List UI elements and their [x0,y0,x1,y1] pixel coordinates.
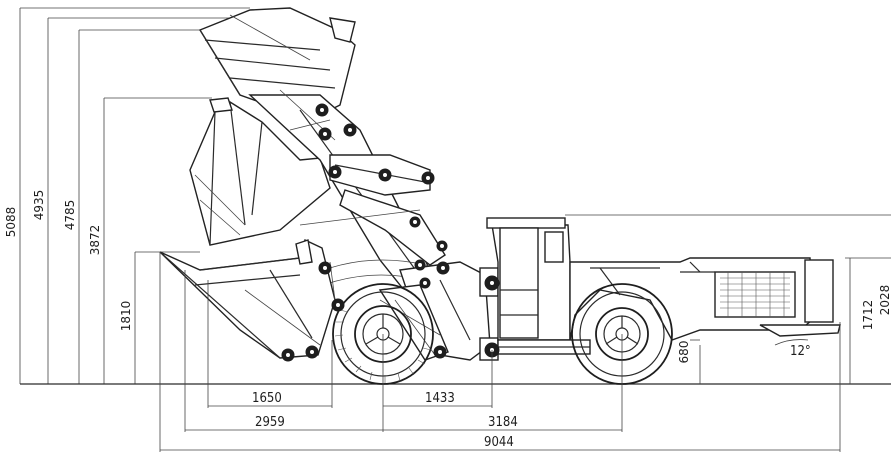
dim-2959: 2959 [255,415,285,430]
dim-5088: 5088 [4,207,18,238]
right-dimension-lines [565,214,891,384]
bucket-raised-mid [189,97,331,246]
boom-arms [248,89,476,311]
dim-3184: 3184 [488,415,518,430]
dim-1433: 1433 [425,391,455,406]
dim-9044: 9044 [484,435,514,450]
dim-2028: 2028 [878,285,891,316]
dim-1810: 1810 [119,301,133,332]
dim-angle-12: 12° [790,344,811,359]
dim-3872: 3872 [88,225,102,256]
pivot-pins [281,103,500,362]
dim-4935: 4935 [32,190,46,221]
rear-body [486,217,841,355]
height-dimension-lines [19,7,891,385]
length-dimension-lines [159,252,841,452]
dim-4785: 4785 [63,200,77,231]
dim-680: 680 [677,341,691,364]
bucket-lowered [159,239,336,359]
dim-1650: 1650 [252,391,282,406]
dim-1712: 1712 [861,300,875,331]
